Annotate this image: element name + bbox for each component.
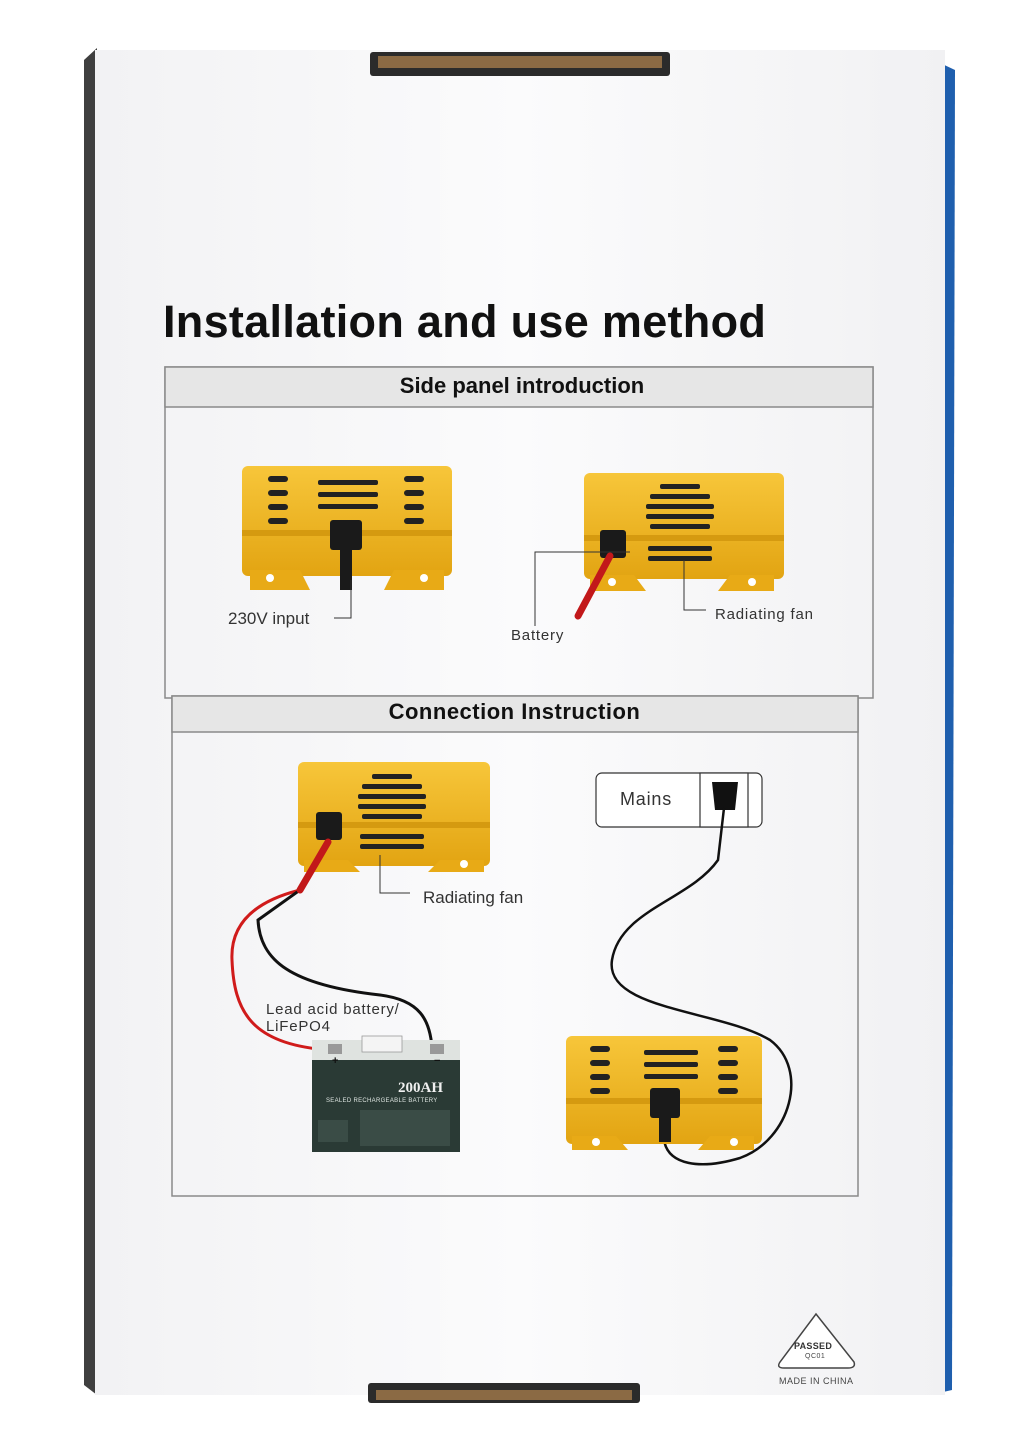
charger-mains-connection bbox=[566, 1036, 762, 1150]
input-pointer bbox=[334, 580, 352, 619]
label-battery: Battery bbox=[511, 627, 565, 644]
mains-socket bbox=[595, 772, 763, 828]
charger-front-view bbox=[242, 466, 452, 590]
connection-title: Connection Instruction bbox=[388, 699, 641, 724]
battery-illustration bbox=[312, 1035, 460, 1152]
qc-passed-badge bbox=[777, 1312, 856, 1369]
fan-pointer-2 bbox=[379, 855, 410, 894]
battery-type-line2: LiFePO4 bbox=[266, 1018, 331, 1035]
battery-plus: + bbox=[332, 1055, 339, 1067]
label-radiating-fan: Radiating fan bbox=[715, 606, 814, 623]
battery-capacity: 200AH bbox=[398, 1080, 443, 1096]
label-mains: Mains bbox=[620, 789, 673, 809]
battery-pointer bbox=[534, 551, 630, 626]
battery-subtitle: SEALED RECHARGEABLE BATTERY bbox=[326, 1098, 438, 1104]
mains-cable bbox=[610, 807, 793, 1166]
battery-type-line1: Lead acid battery/ bbox=[266, 1001, 400, 1018]
label-radiating-fan-2: Radiating fan bbox=[423, 888, 524, 907]
charger-battery-connection bbox=[298, 762, 490, 872]
battery-cables bbox=[230, 838, 434, 1052]
charger-rear-view bbox=[574, 473, 784, 620]
made-in-china: MADE IN CHINA bbox=[779, 1376, 854, 1386]
connection-section bbox=[171, 695, 859, 1197]
side-panel-title: Side panel introduction bbox=[399, 373, 645, 398]
label-230v-input: 230V input bbox=[228, 609, 310, 628]
battery-minus: − bbox=[434, 1055, 441, 1067]
page-title: Installation and use method bbox=[163, 296, 767, 347]
qc-passed-text: PASSED bbox=[794, 1341, 833, 1351]
qc-code: QC01 bbox=[805, 1353, 826, 1360]
fan-pointer bbox=[683, 560, 706, 611]
